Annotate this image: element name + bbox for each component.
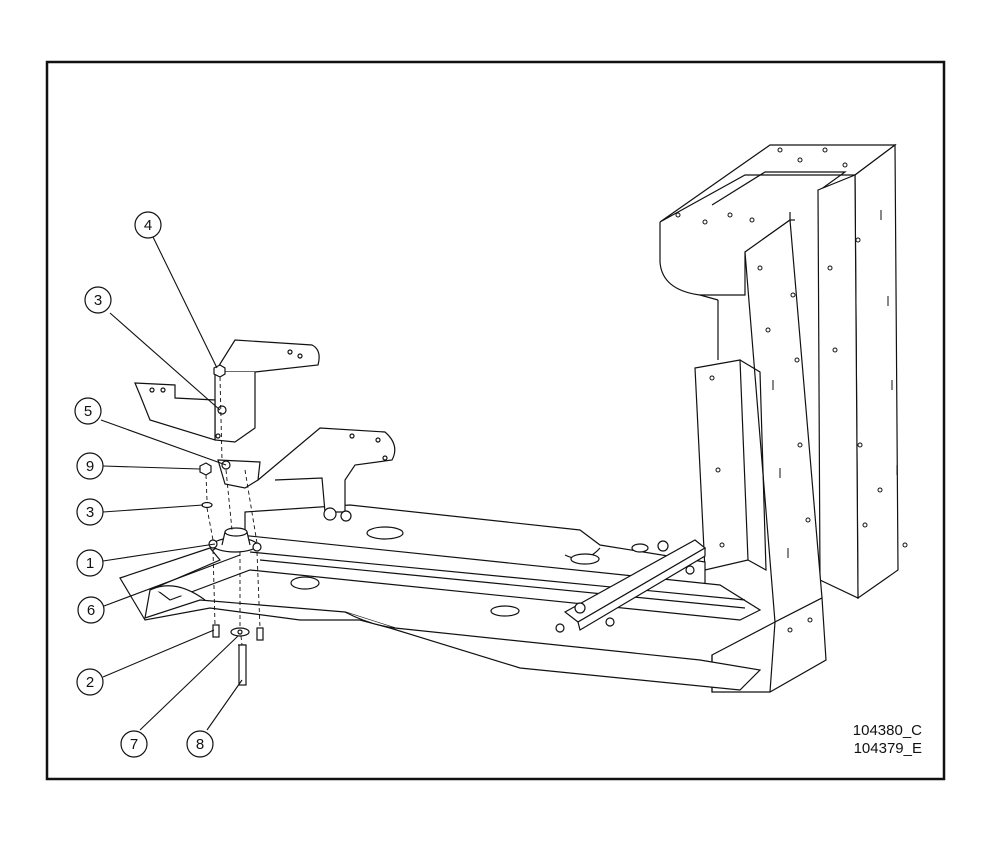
fastener-hardware — [199, 364, 264, 686]
diagram-border — [45, 60, 946, 781]
isolator-mount — [208, 527, 262, 553]
callout-c9: 9 — [76, 452, 104, 480]
callout-c8: 8 — [186, 730, 214, 758]
callout-label: 5 — [84, 403, 92, 420]
callout-c5: 5 — [74, 397, 102, 425]
upper-bracket — [134, 339, 320, 443]
drawing-reference-2: 104379_E — [853, 740, 922, 757]
vertical-frame-assembly — [659, 143, 908, 693]
callout-leaders — [100, 236, 243, 731]
base-plate-assembly — [119, 504, 762, 691]
callout-label: 7 — [130, 736, 138, 753]
callout-c3b: 3 — [76, 498, 104, 526]
drawing-reference-1: 104380_C — [852, 722, 922, 739]
callout-label: 6 — [87, 602, 95, 619]
callout-c4: 4 — [134, 211, 162, 239]
callout-label: 1 — [86, 555, 94, 572]
callout-c7: 7 — [120, 730, 148, 758]
callout-c3a: 3 — [84, 286, 112, 314]
callout-label: 3 — [86, 504, 94, 521]
callout-c6: 6 — [77, 596, 105, 624]
middle-bracket — [217, 427, 396, 522]
cross-bracket — [555, 539, 707, 633]
callout-c2: 2 — [76, 668, 104, 696]
callout-label: 3 — [94, 292, 102, 309]
callout-c1: 1 — [76, 549, 104, 577]
assembly-dashed-lines — [205, 376, 261, 646]
callout-label: 8 — [196, 736, 204, 753]
callout-label: 2 — [86, 674, 94, 691]
callout-label: 9 — [86, 458, 94, 475]
callout-label: 4 — [144, 217, 152, 234]
